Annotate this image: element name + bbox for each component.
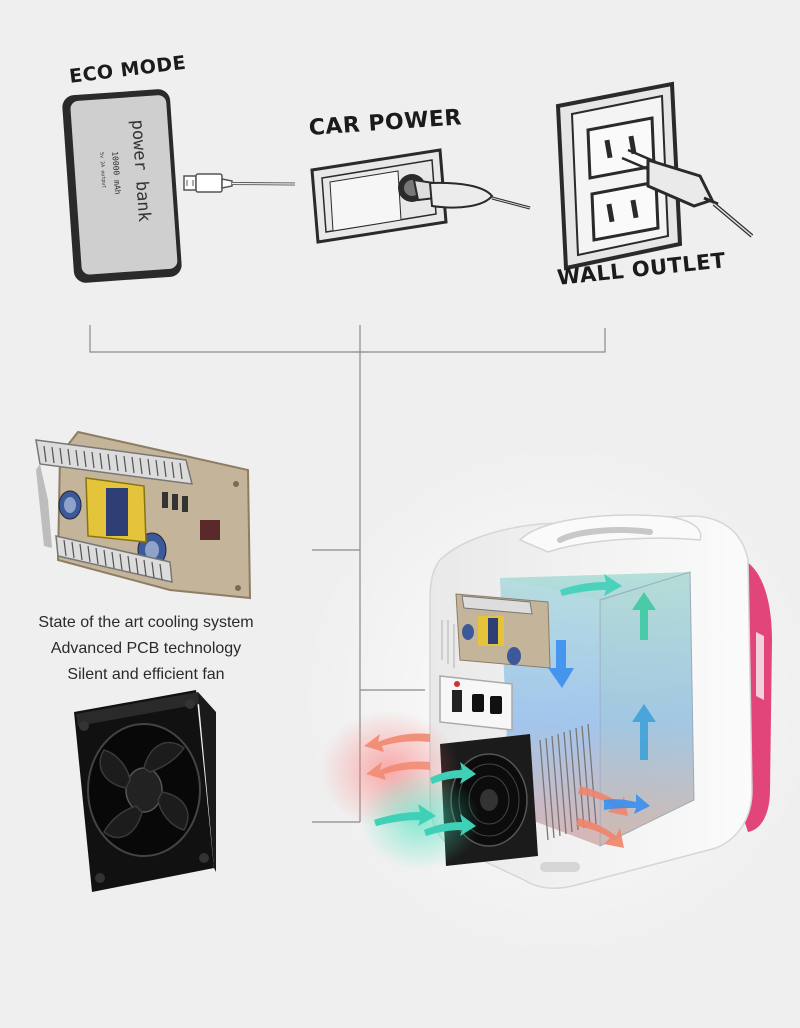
cool-air-arrow (632, 704, 656, 760)
cooling-fan-image (74, 690, 216, 892)
feature-item-pcb: Advanced PCB technology (50, 640, 242, 657)
power-bank-icon: power bank 10000 mAh 5v 2A output (62, 89, 182, 283)
mini-fridge-image (429, 514, 772, 889)
feature-list: State of the art cooling system Advanced… (30, 610, 262, 688)
cool-air-arrow (560, 574, 622, 596)
airflow-arrows (364, 574, 656, 848)
hot-air-arrow (366, 761, 430, 780)
cool-air-arrow (632, 592, 656, 640)
pcb-board-image (35, 430, 252, 600)
usb-cable-icon (183, 173, 296, 193)
power-bank-capacity: 10000 mAh (110, 151, 122, 195)
feature-item-fan: Silent and efficient fan (67, 666, 225, 683)
wall-outlet-icon (555, 81, 754, 271)
hot-air-arrow (364, 733, 430, 752)
car-socket-icon (310, 148, 531, 244)
cool-air-arrow (430, 762, 476, 784)
cool-air-arrow (424, 814, 476, 836)
cold-air-arrow (548, 640, 574, 688)
cold-air-arrow (604, 794, 650, 814)
power-bank-note: 5v 2A output (98, 152, 107, 188)
feature-item-cooling: State of the art cooling system (38, 614, 254, 631)
hot-air-arrow (576, 818, 624, 848)
cool-air-arrow (374, 804, 436, 826)
